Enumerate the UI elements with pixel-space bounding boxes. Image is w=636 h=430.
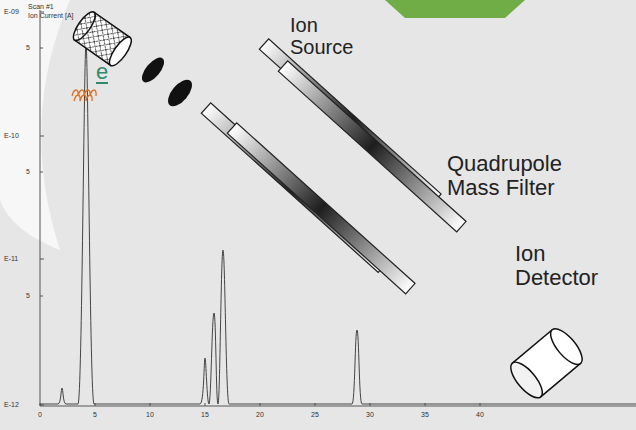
axis-tick: 5 — [26, 44, 30, 52]
axis-tick: E-11 — [4, 255, 18, 263]
axis-tick: 5 — [26, 292, 30, 300]
title-tab — [385, 0, 525, 18]
ion-detector — [506, 324, 588, 403]
part-label: Ion Source — [290, 14, 370, 58]
axis-tick: 5 — [26, 168, 30, 176]
axis-tick: 30 — [366, 411, 374, 419]
quadrupole-rods — [201, 39, 466, 294]
axis-tick: 15 — [201, 411, 209, 419]
axis-tick: 5 — [93, 411, 97, 419]
axis-tick: 35 — [421, 411, 429, 419]
axis-tick: E-09 — [4, 8, 19, 16]
ion-lens — [164, 76, 197, 111]
slide-swoosh — [0, 0, 70, 250]
axis-tick: 25 — [311, 411, 319, 419]
chart-title: Scan #1 — [28, 3, 54, 11]
axis-tick: 0 — [38, 411, 42, 419]
ion-source-cylinder — [70, 9, 135, 69]
axis-tick: E-10 — [4, 132, 19, 140]
filament-coil — [72, 90, 96, 101]
ion-lens — [138, 54, 168, 86]
electron-symbol: e — [96, 62, 108, 84]
chart-axes — [40, 10, 636, 406]
axis-tick: 40 — [476, 411, 484, 419]
axis-tick: 10 — [146, 411, 154, 419]
axis-tick: E-12 — [4, 401, 19, 409]
part-label: Ion Detector — [515, 242, 619, 290]
axis-title: Ion Current [A] — [28, 12, 74, 20]
axis-tick: 20 — [256, 411, 264, 419]
part-label: Quadrupole Mass Filter — [447, 152, 597, 200]
chromatogram-trace — [40, 44, 636, 404]
